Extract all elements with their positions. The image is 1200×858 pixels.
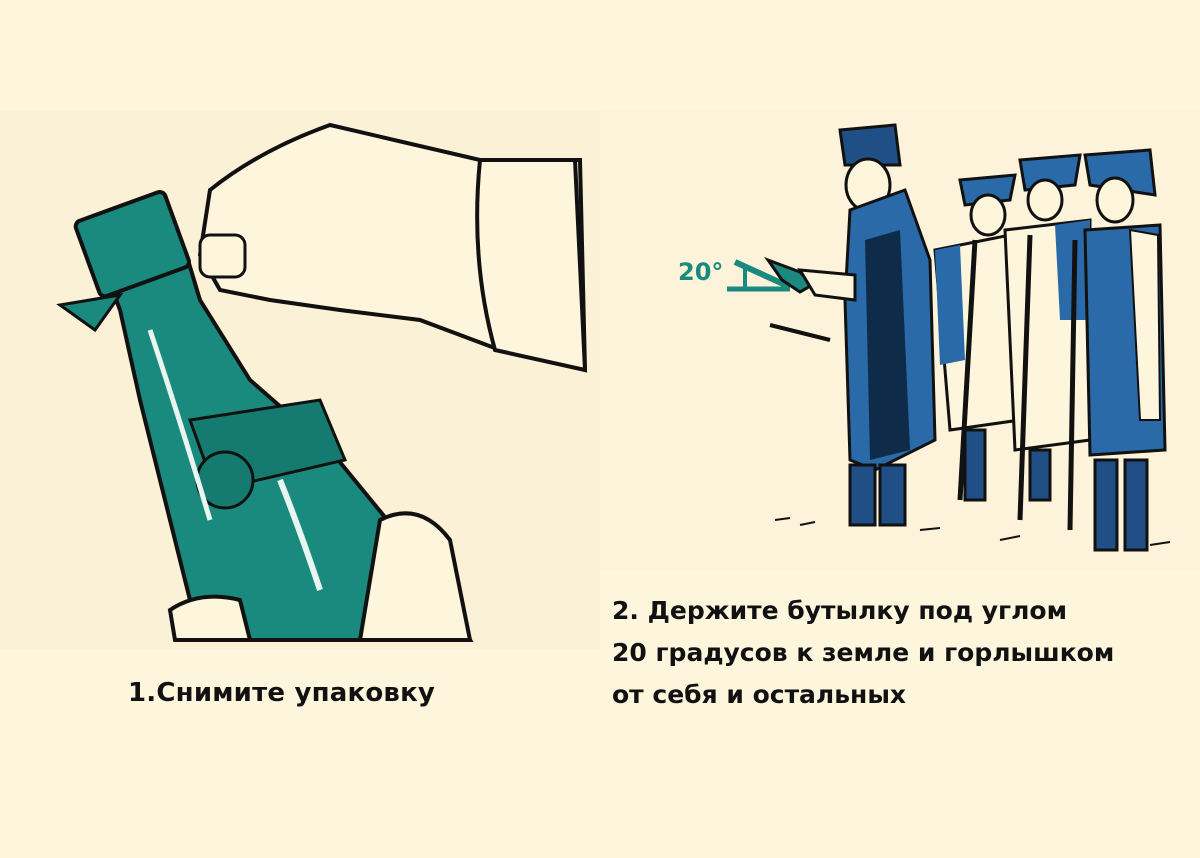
soldiers-illustration (933, 148, 1167, 552)
angle-label: 20° (678, 258, 724, 286)
step-2-caption-line-1: 2. Держите бутылку под углом (612, 596, 1068, 625)
step-2-caption: 2. Держите бутылку под углом 20 градусов… (612, 590, 1114, 716)
angle-20-degree-icon (727, 259, 792, 292)
ground-marks (774, 517, 1171, 546)
soldier-3 (1067, 148, 1167, 552)
step-1-caption: 1.Снимите упаковку (128, 678, 436, 708)
step-2-caption-line-2: 20 градусов к земле и горлышком (612, 638, 1115, 667)
champagne-bottle-illustration (56, 190, 474, 642)
hand-illustration (167, 122, 588, 642)
small-bottle-illustration (763, 256, 815, 294)
soldier-1 (933, 173, 1022, 502)
officer-illustration (769, 123, 937, 527)
soldier-2 (1003, 153, 1092, 521)
step-2-caption-line-3: от себя и остальных (612, 680, 907, 709)
